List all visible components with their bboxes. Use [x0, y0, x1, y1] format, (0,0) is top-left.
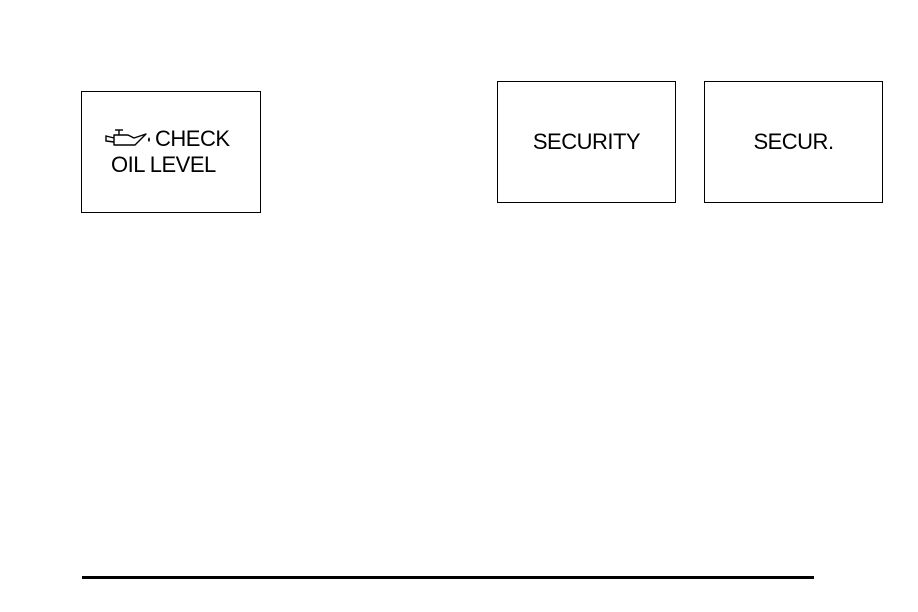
check-oil-line: CHECK — [102, 128, 230, 150]
security-display: SECURITY — [497, 81, 676, 203]
oil-level-label: OIL LEVEL — [111, 154, 216, 176]
secur-label: SECUR. — [705, 131, 882, 153]
secur-display: SECUR. — [704, 81, 883, 203]
check-oil-level-display: CHECK OIL LEVEL — [81, 91, 261, 213]
footer-rule — [82, 576, 814, 579]
check-label: CHECK — [155, 128, 230, 150]
security-label: SECURITY — [498, 131, 675, 153]
oil-can-icon — [102, 128, 154, 150]
